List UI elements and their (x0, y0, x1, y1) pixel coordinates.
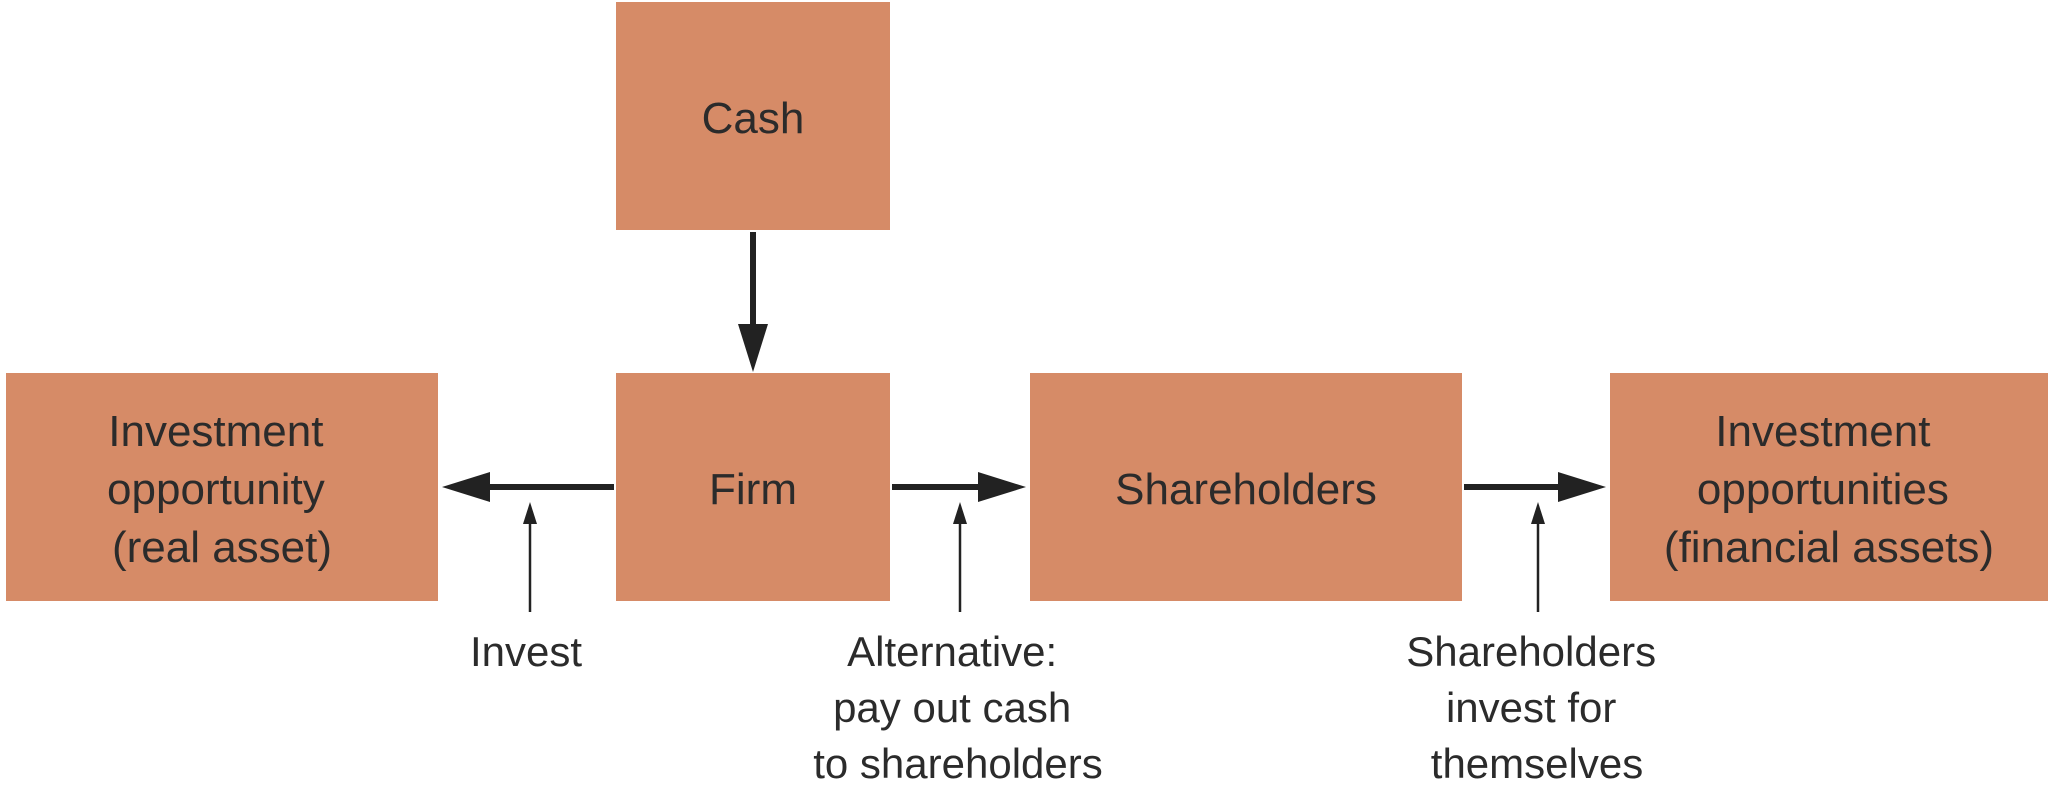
investment-opportunities-line-1: Investment (1715, 407, 1930, 456)
pointer-invest (523, 502, 537, 612)
pointer-shareholders-invest (1531, 502, 1545, 612)
invest-label-line-1: Invest (470, 628, 582, 675)
alternative-label: Alternative: pay out cash to shareholder… (813, 628, 1103, 787)
shareholders-box-label: Shareholders (1115, 465, 1377, 514)
arrow-firm-to-investment-opportunity (442, 472, 614, 502)
pointer-alternative (953, 502, 967, 612)
investment-opportunity-box-label: Investment opportunity (real asset) (107, 407, 337, 572)
investment-opportunity-line-2: opportunity (107, 465, 325, 514)
firm-box: Firm (616, 373, 890, 601)
investment-opportunities-line-2: opportunities (1697, 465, 1949, 514)
cash-box-label: Cash (702, 94, 805, 143)
arrow-cash-to-firm (738, 232, 768, 372)
cash-box: Cash (616, 2, 890, 230)
alternative-label-line-1: Alternative: (847, 628, 1057, 675)
investment-opportunity-line-1: Investment (108, 407, 323, 456)
investment-opportunity-box: Investment opportunity (real asset) (6, 373, 438, 601)
cash-box-line-1: Cash (702, 94, 805, 143)
shareholders-invest-label: Shareholders invest for themselves (1406, 628, 1668, 787)
shareholders-invest-label-line-1: Shareholders (1406, 628, 1656, 675)
shareholders-invest-label-line-3: themselves (1431, 740, 1643, 787)
arrow-shareholders-to-investment-opportunities (1464, 472, 1606, 502)
shareholders-box: Shareholders (1030, 373, 1462, 601)
arrow-firm-to-shareholders (892, 472, 1026, 502)
firm-box-label: Firm (709, 465, 797, 514)
firm-box-line-1: Firm (709, 465, 797, 514)
shareholders-box-line-1: Shareholders (1115, 465, 1377, 514)
alternative-label-line-2: pay out cash (833, 684, 1071, 731)
investment-opportunity-line-3: (real asset) (112, 523, 332, 572)
investment-opportunities-box-label: Investment opportunities (financial asse… (1664, 407, 1994, 572)
investment-opportunities-box: Investment opportunities (financial asse… (1610, 373, 2048, 601)
investment-opportunities-line-3: (financial assets) (1664, 523, 1994, 572)
shareholders-invest-label-line-2: invest for (1446, 684, 1616, 731)
alternative-label-line-3: to shareholders (813, 740, 1103, 787)
invest-label: Invest (470, 628, 582, 675)
